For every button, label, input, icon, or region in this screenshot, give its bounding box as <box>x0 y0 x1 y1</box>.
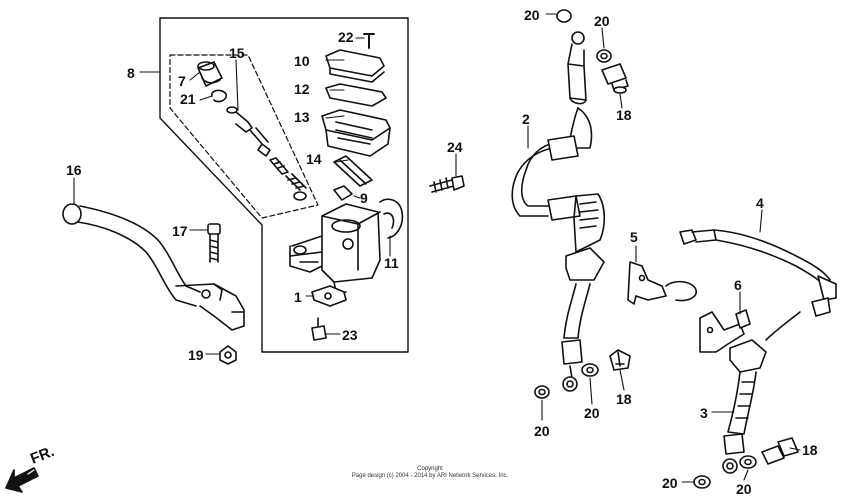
leader-lines <box>73 13 801 483</box>
banjo-bolt-lower[interactable] <box>761 437 799 465</box>
small-clip[interactable] <box>333 185 353 201</box>
hose-bracket-5[interactable] <box>627 261 697 305</box>
circlip[interactable] <box>211 89 228 103</box>
copyright-line: Copyright <box>417 466 443 472</box>
callout-3: 3 <box>700 405 708 421</box>
mounting-screw[interactable] <box>311 317 327 341</box>
callout-18-mid: 18 <box>616 391 632 407</box>
callout-20-top-left: 20 <box>524 7 540 23</box>
diaphragm[interactable] <box>321 109 391 157</box>
callout-7: 7 <box>178 73 186 89</box>
copyright-notice: Page design (c) 2004 - 2014 by ARI Netwo… <box>351 473 509 479</box>
bolt-24[interactable] <box>429 175 465 193</box>
master-cylinder-body[interactable] <box>289 203 381 293</box>
callout-14: 14 <box>306 151 322 167</box>
callout-4: 4 <box>756 195 764 211</box>
callout-22: 22 <box>338 29 354 45</box>
callout-18-top: 18 <box>616 107 632 123</box>
brake-lever[interactable] <box>62 203 245 331</box>
callout-20-bottom-left: 20 <box>662 475 678 491</box>
callout-16: 16 <box>66 162 82 178</box>
callout-23: 23 <box>342 327 358 343</box>
piston-boot[interactable] <box>197 61 223 87</box>
callout-6: 6 <box>734 277 742 293</box>
sealing-washer[interactable] <box>693 475 711 489</box>
callout-15: 15 <box>229 45 245 61</box>
callout-24: 24 <box>447 139 463 155</box>
sealing-washer[interactable] <box>581 363 599 377</box>
callout-20-top-right: 20 <box>594 13 610 29</box>
sealing-washer[interactable] <box>739 455 757 469</box>
master-cylinder-group-box <box>159 17 409 353</box>
callout-13: 13 <box>294 109 310 125</box>
lever-nut[interactable] <box>219 345 237 365</box>
callout-2: 2 <box>522 111 530 127</box>
callout-20-left: 20 <box>534 423 550 439</box>
callout-20-bottom-right: 20 <box>736 481 752 497</box>
piston-assembly[interactable] <box>226 106 307 201</box>
callout-9: 9 <box>360 190 368 206</box>
sealing-washer[interactable] <box>534 385 550 399</box>
banjo-bolt-top[interactable] <box>601 63 629 94</box>
hose-clamp[interactable] <box>379 198 404 239</box>
banjo-bolt-mid[interactable] <box>609 349 631 371</box>
brake-hose-lower[interactable] <box>722 339 767 474</box>
reservoir-cap[interactable] <box>325 49 385 83</box>
callout-21: 21 <box>180 91 196 107</box>
callout-5: 5 <box>630 229 638 245</box>
callout-19: 19 <box>188 347 204 363</box>
callout-17: 17 <box>172 223 188 239</box>
pivot-bolt[interactable] <box>207 223 221 263</box>
callout-12: 12 <box>294 81 310 97</box>
sealing-washer[interactable] <box>596 49 612 63</box>
callout-8: 8 <box>127 65 135 81</box>
front-direction-arrow-icon <box>5 465 39 493</box>
callout-labels: 8 7 15 21 16 17 19 1 23 22 10 12 13 14 9… <box>66 7 818 497</box>
hose-bracket-6[interactable] <box>699 309 751 353</box>
brake-hose-upper[interactable] <box>511 9 606 392</box>
cap-plate[interactable] <box>325 83 387 107</box>
switch-bracket[interactable] <box>311 285 347 307</box>
callout-20-mid: 20 <box>584 405 600 421</box>
brake-hose-long[interactable] <box>679 229 837 341</box>
callout-1: 1 <box>294 289 302 305</box>
callout-10: 10 <box>294 53 310 69</box>
cap-screw[interactable] <box>363 33 375 49</box>
callout-11: 11 <box>384 255 399 271</box>
sight-glass-plate[interactable] <box>333 155 373 187</box>
callout-18-lower: 18 <box>802 442 818 458</box>
